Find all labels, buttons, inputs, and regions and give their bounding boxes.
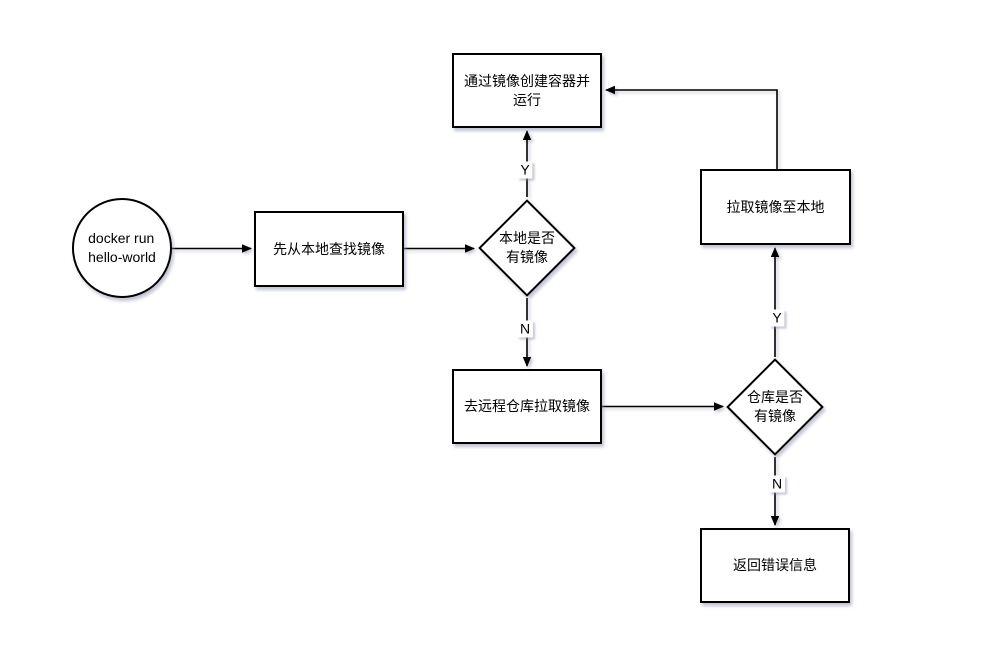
node-local-has-image: 本地是否 有镜像	[477, 199, 577, 297]
node-find-local-label: 先从本地查找镜像	[273, 240, 385, 257]
node-pull-remote: 去远程仓库拉取镜像	[452, 369, 602, 444]
edge-pull-to-local-to-create-container	[605, 85, 778, 169]
node-create-container: 通过镜像创建容器并 运行	[452, 53, 602, 128]
node-start: docker run hello-world	[72, 198, 172, 298]
node-pull-remote-label: 去远程仓库拉取镜像	[464, 398, 590, 414]
node-local-has-image-label: 本地是否 有镜像	[499, 230, 555, 265]
node-start-label: docker run hello-world	[88, 230, 156, 265]
node-return-error-label: 返回错误信息	[733, 557, 817, 573]
node-create-container-label: 通过镜像创建容器并 运行	[464, 72, 590, 108]
node-repo-has-image: 仓库是否 有镜像	[725, 358, 825, 456]
node-return-error: 返回错误信息	[700, 528, 850, 603]
edge-label-repo-yes: Y	[769, 309, 785, 327]
node-pull-to-local-label: 拉取镜像至本地	[726, 198, 825, 215]
node-repo-has-image-label: 仓库是否 有镜像	[747, 389, 803, 424]
node-find-local: 先从本地查找镜像	[254, 211, 404, 287]
edge-label-local-yes: Y	[517, 161, 533, 179]
edge-label-local-no: N	[516, 320, 534, 338]
edge-label-repo-no: N	[768, 475, 786, 493]
node-pull-to-local: 拉取镜像至本地	[700, 169, 851, 245]
